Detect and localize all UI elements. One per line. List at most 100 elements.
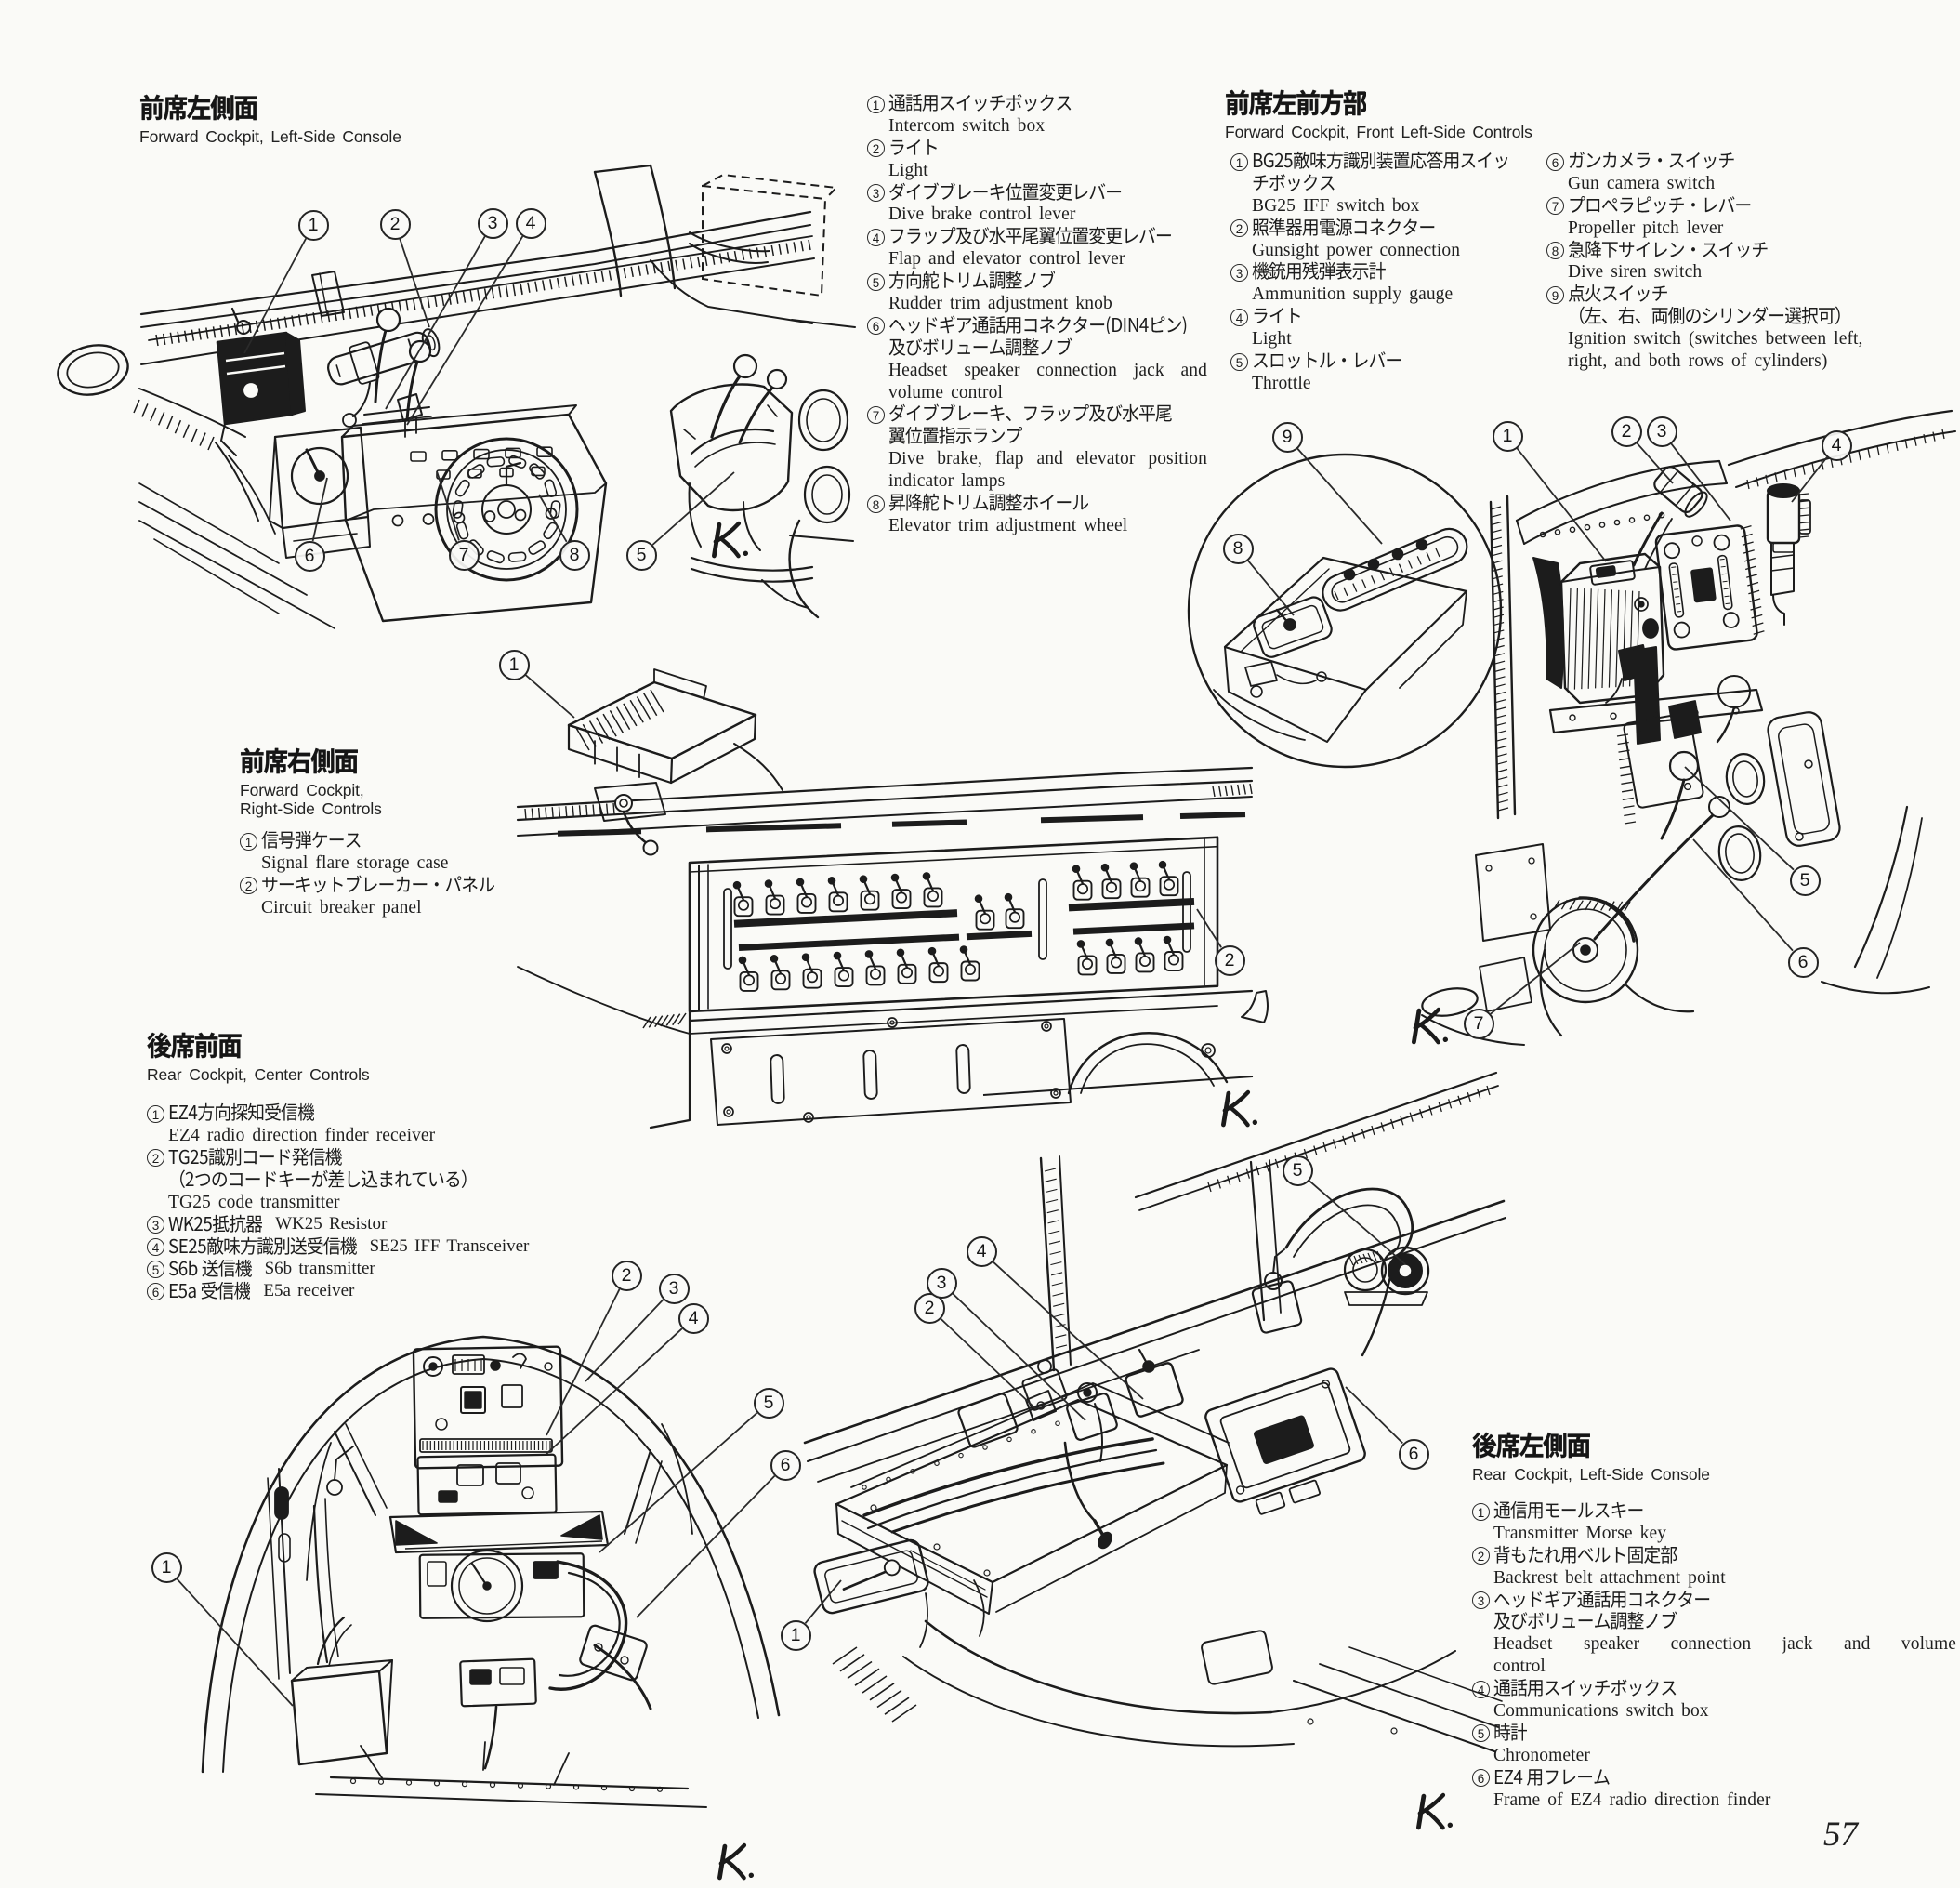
legend-item-ja [1252,173,1335,195]
section-title-en: Forward Cockpit,Right-Side Controls [240,781,382,818]
legend-item-ja [1568,151,1734,173]
section-subtitle-en: Rear Cockpit, Left-Side Console [1472,1465,1710,1484]
legend-item-en: S6b transmitter [264,1259,375,1279]
callout-fwd-left-console-4: 4 [515,207,546,239]
legend-item-ja [888,271,1056,293]
callout-fwd-front-left-8: 8 [1222,533,1254,564]
section-title-en: Rear Cockpit, Center Controls [147,1065,370,1085]
legend-item-number: 1 [1472,1502,1490,1521]
legend-item-ja [168,1102,314,1125]
legend-item-en: Gunsight power connection [1252,240,1461,260]
legend-item-en: Throttle [1252,373,1311,393]
page-number: 57 [1823,1815,1858,1854]
legend-item-ja [1252,218,1435,240]
legend-item-ja [888,226,1172,248]
legend-item-ja [168,1236,357,1259]
leader-line [1296,447,1383,545]
legend-item-en: Intercom switch box [888,115,1046,136]
artist-signature [1217,1088,1264,1136]
legend-item-ja [1252,306,1302,328]
legend-item-en: Light [888,160,928,180]
legend-item-ja [168,1147,342,1169]
section-title-en: Rear Cockpit, Left-Side Console [1472,1465,1710,1485]
callout-rear-left-console-5: 5 [1282,1155,1313,1186]
callout-rear-center-3: 3 [658,1273,690,1304]
legend-item-en: right, and both rows of cylinders) [1568,351,1828,372]
callout-fwd-left-console-6: 6 [294,540,325,572]
legend-item-number: 4 [867,228,885,246]
legend-item-number: 8 [1546,242,1564,260]
legend-item-ja [1252,350,1401,373]
legend-item-en: Circuit breaker panel [261,897,422,918]
section-title-rear-left-console: Rear Cockpit, Left-Side Console [1472,1432,1710,1485]
legend-item-ja [888,182,1122,205]
leader-line [1516,447,1607,562]
legend-item-number: 2 [1472,1547,1490,1565]
legend-item-ja [888,426,1022,448]
leader-line [311,477,328,542]
legend-item-en: control [1493,1657,1546,1677]
callout-rear-center-6: 6 [770,1449,801,1481]
legend-item-en: EZ4 radio direction finder receiver [168,1125,436,1145]
legend-item-ja [1493,1723,1527,1745]
legend-item-en: Frame of EZ4 radio direction finder [1493,1789,1771,1810]
leader-line [599,1412,758,1553]
leader-line [176,1578,294,1707]
legend-item-number: 5 [1230,352,1248,371]
legend-item-ja [1493,1611,1677,1633]
legend-item-number: 8 [867,495,885,513]
leader-line [1692,838,1794,952]
legend-item-number: 6 [1472,1769,1490,1788]
legend-item-number: 3 [867,184,885,203]
section-subtitle-en: Forward Cockpit, Front Left-Side Control… [1225,123,1532,141]
legend-item-en: Dive brake control lever [888,205,1076,225]
callout-fwd-right-console-2: 2 [1214,944,1245,976]
section-subtitle-en: Right-Side Controls [240,799,382,818]
callout-fwd-front-left-2: 2 [1611,416,1642,447]
leader-line [1791,456,1828,503]
leader-line [243,238,307,354]
section-subtitle-en: Forward Cockpit, Left-Side Console [139,127,401,146]
legend-item-number: 1 [240,832,257,851]
leader-line [1490,942,1581,1015]
callout-fwd-left-console-3: 3 [477,207,508,239]
legend-item-number: 1 [1230,152,1248,171]
callout-rear-left-console-4: 4 [966,1235,997,1267]
section-subtitle-en: Rear Cockpit, Center Controls [147,1065,370,1084]
callout-rear-left-console-1: 1 [780,1619,811,1651]
section-title-ja [240,747,382,779]
callout-rear-center-5: 5 [753,1387,784,1419]
legend-item-en: Propeller pitch lever [1568,218,1724,238]
callout-fwd-left-console-8: 8 [559,539,590,571]
legend-item-ja [1568,284,1668,306]
section-title-ja [1225,89,1532,121]
legend-item-ja [888,138,939,160]
leader-line [1345,1386,1403,1445]
legend-item-number: 2 [147,1149,164,1168]
legend-item-ja [1493,1545,1677,1567]
callout-rear-left-console-6: 6 [1398,1438,1429,1470]
legend-item-en: Flap and elevator control lever [888,249,1125,270]
legend-item-en: Elevator trim adjustment wheel [888,515,1128,535]
